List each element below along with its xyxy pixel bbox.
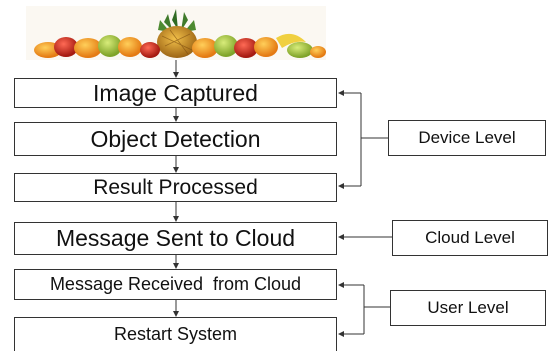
user-level-box: User Level xyxy=(390,290,546,326)
step-object-detection: Object Detection xyxy=(14,122,337,156)
user-level-label: User Level xyxy=(427,298,509,317)
step-label: Restart System xyxy=(113,324,238,344)
cloud-level-box: Cloud Level xyxy=(392,220,548,256)
step-label: Result Processed xyxy=(93,175,258,199)
step-image-captured: Image Captured xyxy=(14,78,337,108)
step-restart-system: Restart System xyxy=(14,317,337,351)
step-message-sent-to-cloud: Message Sent to Cloud xyxy=(14,222,337,255)
cloud-level-label: Cloud Level xyxy=(425,228,515,247)
step-label: Image Captured xyxy=(93,79,258,106)
step-result-processed: Result Processed xyxy=(14,173,337,202)
step-message-received-from-cloud: Message Received from Cloud xyxy=(14,269,337,300)
step-label: Object Detection xyxy=(90,125,261,152)
step-label: Message Received from Cloud xyxy=(49,274,302,294)
device-level-label: Device Level xyxy=(418,128,516,147)
device-level-box: Device Level xyxy=(388,120,546,156)
step-label: Message Sent to Cloud xyxy=(55,225,296,251)
